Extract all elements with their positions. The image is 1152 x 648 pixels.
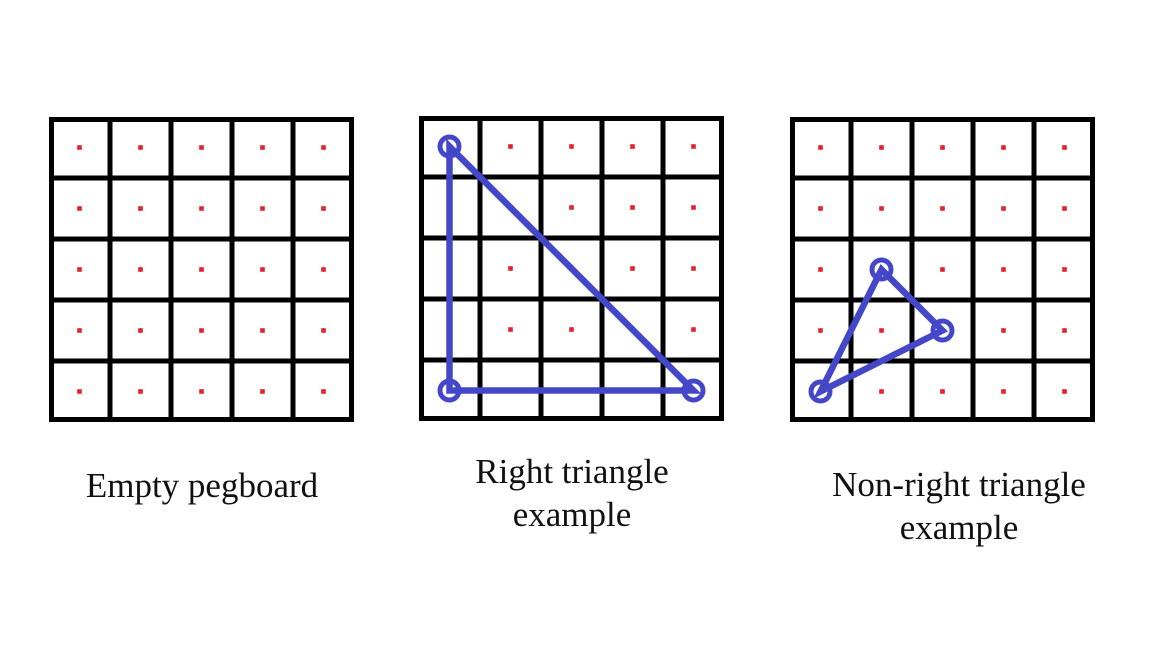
caption-line: Empty pegboard — [85, 466, 319, 505]
peg-dot — [940, 206, 945, 211]
caption-right-triangle: Right triangle example — [402, 450, 742, 536]
vertex-circle — [437, 134, 462, 159]
grid-lines — [790, 117, 1095, 422]
peg-dot — [691, 205, 696, 210]
peg-dot — [138, 206, 143, 211]
peg-dot — [77, 328, 82, 333]
peg-dot — [138, 389, 143, 394]
peg-dot — [691, 327, 696, 332]
peg-dot — [1001, 145, 1006, 150]
peg-dot — [260, 267, 265, 272]
peg-dot — [508, 144, 513, 149]
vertex-circle — [437, 378, 462, 403]
peg-dot — [818, 145, 823, 150]
peg-dot — [569, 144, 574, 149]
peg-dot — [321, 206, 326, 211]
pegboard-non-right-triangle — [790, 117, 1095, 422]
caption-line: Right triangle — [475, 452, 669, 491]
peg-dot — [1062, 145, 1067, 150]
vertex-circle — [681, 378, 706, 403]
peg-dot — [508, 266, 513, 271]
peg-dot — [940, 145, 945, 150]
peg-dot — [691, 144, 696, 149]
peg-dot — [1062, 389, 1067, 394]
peg-dot — [508, 327, 513, 332]
peg-dot — [818, 267, 823, 272]
triangle-shape — [446, 138, 702, 394]
peg-dot — [879, 206, 884, 211]
peg-dot — [1001, 328, 1006, 333]
peg-dot — [199, 206, 204, 211]
peg-dot — [940, 267, 945, 272]
peg-dot — [569, 327, 574, 332]
peg-dot — [138, 267, 143, 272]
peg-dot — [818, 328, 823, 333]
grid-border — [49, 117, 354, 422]
peg-dot — [1062, 267, 1067, 272]
grid-border — [419, 116, 724, 421]
peg-dot — [1062, 328, 1067, 333]
caption-empty-pegboard: Empty pegboard — [32, 464, 372, 507]
peg-dot — [1062, 206, 1067, 211]
peg-dot — [879, 328, 884, 333]
grid-lines — [49, 117, 354, 422]
grid-lines — [419, 116, 724, 421]
pegboard-right-triangle — [419, 116, 724, 421]
peg-dot — [138, 145, 143, 150]
vertex-circle — [869, 257, 894, 282]
caption-non-right-triangle: Non-right triangle example — [789, 463, 1129, 549]
peg-dot — [260, 206, 265, 211]
vertex-circle — [808, 379, 833, 404]
peg-dot — [1001, 267, 1006, 272]
peg-dot — [630, 144, 635, 149]
peg-dot — [630, 205, 635, 210]
peg-dot — [199, 267, 204, 272]
peg-dot — [569, 205, 574, 210]
peg-dot — [199, 328, 204, 333]
peg-dot — [199, 145, 204, 150]
peg-dot — [691, 266, 696, 271]
peg-dot — [630, 266, 635, 271]
caption-line: Non-right triangle — [832, 465, 1086, 504]
peg-dot — [321, 145, 326, 150]
peg-dot — [321, 328, 326, 333]
vertex-circle — [930, 318, 955, 343]
peg-dot — [138, 328, 143, 333]
peg-dot — [1001, 389, 1006, 394]
peg-dot — [879, 145, 884, 150]
pegboard-empty — [49, 117, 354, 422]
peg-dot — [940, 389, 945, 394]
peg-dot — [260, 389, 265, 394]
peg-dot — [818, 206, 823, 211]
peg-dot — [77, 389, 82, 394]
caption-line: example — [899, 508, 1019, 547]
peg-dot — [879, 389, 884, 394]
caption-line: example — [512, 495, 632, 534]
peg-dot — [199, 389, 204, 394]
peg-dot — [260, 328, 265, 333]
triangle-shape — [813, 264, 948, 399]
peg-dot — [321, 267, 326, 272]
peg-dot — [260, 145, 265, 150]
grid-border — [790, 117, 1095, 422]
peg-dot — [77, 145, 82, 150]
peg-dot — [77, 267, 82, 272]
peg-dot — [77, 206, 82, 211]
peg-dot — [1001, 206, 1006, 211]
peg-dot — [321, 389, 326, 394]
